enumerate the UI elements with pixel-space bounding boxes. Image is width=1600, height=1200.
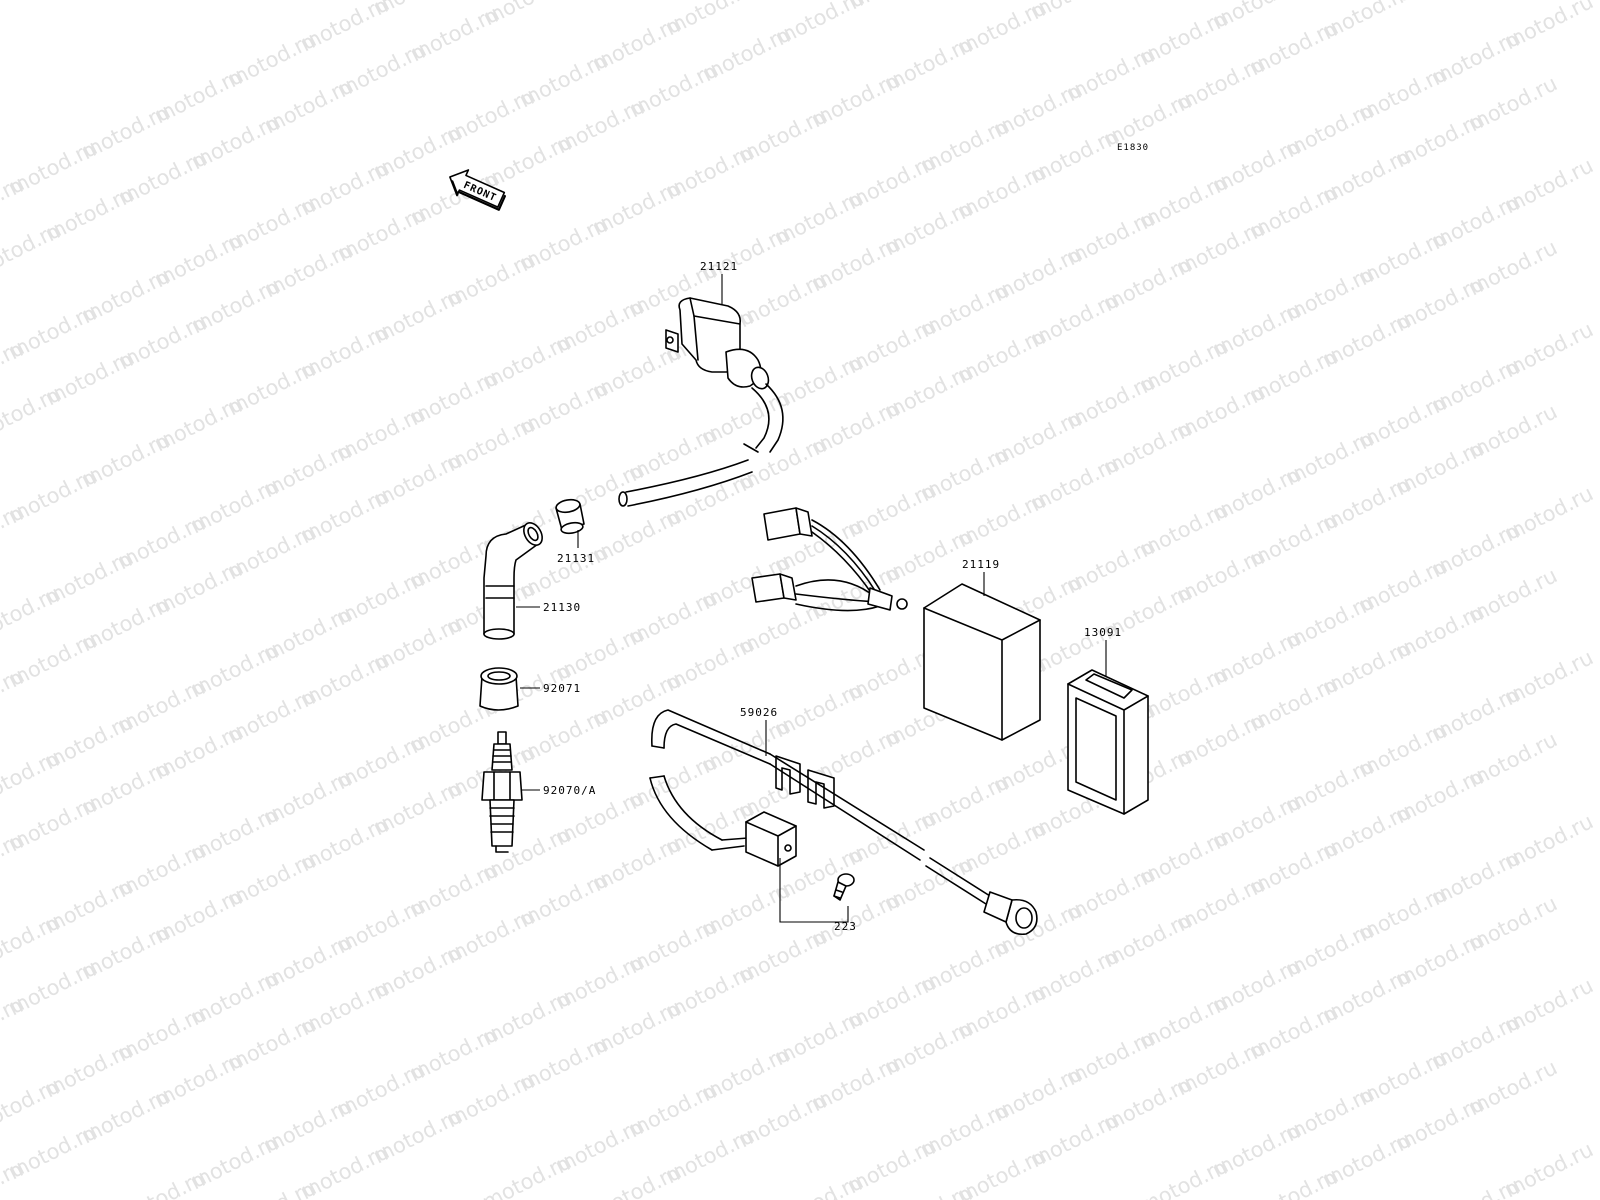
igniter: 21119 (751, 507, 1041, 741)
watermark-text: motod.ru (1500, 973, 1597, 1038)
watermark-text: motod.ru (661, 0, 758, 40)
cap-holder: 21131 (555, 498, 595, 565)
ignition-coil: 21121 (618, 260, 784, 507)
watermark-text: motod.ru (1500, 317, 1597, 382)
watermark-text: motod.ru (1464, 71, 1561, 136)
watermark-text: motod.ru (1464, 727, 1561, 792)
watermark-text: motod.ru (1500, 1137, 1597, 1200)
label-59026: 59026 (740, 706, 778, 719)
label-21119: 21119 (962, 558, 1000, 571)
watermark-text: motod.ru (1500, 809, 1597, 874)
seal: 92071 (479, 667, 581, 711)
label-21130: 21130 (543, 601, 581, 614)
watermark-text: motod.ru (479, 0, 576, 30)
watermark-text: motod.ru (734, 0, 831, 4)
watermark-text: motod.ru (1464, 399, 1561, 464)
watermark-text: motod.ru (1208, 0, 1305, 34)
label-21121: 21121 (700, 260, 738, 273)
watermark-text: motod.ru (1464, 891, 1561, 956)
watermark-text: motod.ru (1500, 481, 1597, 546)
watermark-text: motod.ru (1500, 645, 1597, 710)
spark-plug: 92070/A (481, 731, 596, 853)
plug-cap: 21130 (483, 522, 581, 640)
watermark-text: motod.ru (369, 0, 466, 20)
label-13091: 13091 (1084, 626, 1122, 639)
watermark-text: motod.ru (1500, 153, 1597, 218)
screw: 223 (779, 858, 857, 933)
label-92071: 92071 (543, 682, 581, 695)
watermark-text: motod.ru (1391, 0, 1488, 8)
label-21131: 21131 (557, 552, 595, 565)
watermark-text: motod.ru (1464, 563, 1561, 628)
watermark-text: motod.ru (1500, 0, 1597, 54)
label-92070A: 92070/A (543, 784, 596, 797)
pickup-coil: 59026 (649, 706, 1038, 936)
diagram-code: E1830 (1117, 143, 1149, 153)
watermark-text: motod.ru (844, 0, 941, 14)
label-223: 223 (834, 920, 857, 933)
watermark-text: motod.ru (1464, 1055, 1561, 1120)
watermark-text: motod.ru (1464, 235, 1561, 300)
regulator: 13091 (1067, 626, 1149, 815)
watermark-text: motod.ru (1026, 0, 1123, 24)
